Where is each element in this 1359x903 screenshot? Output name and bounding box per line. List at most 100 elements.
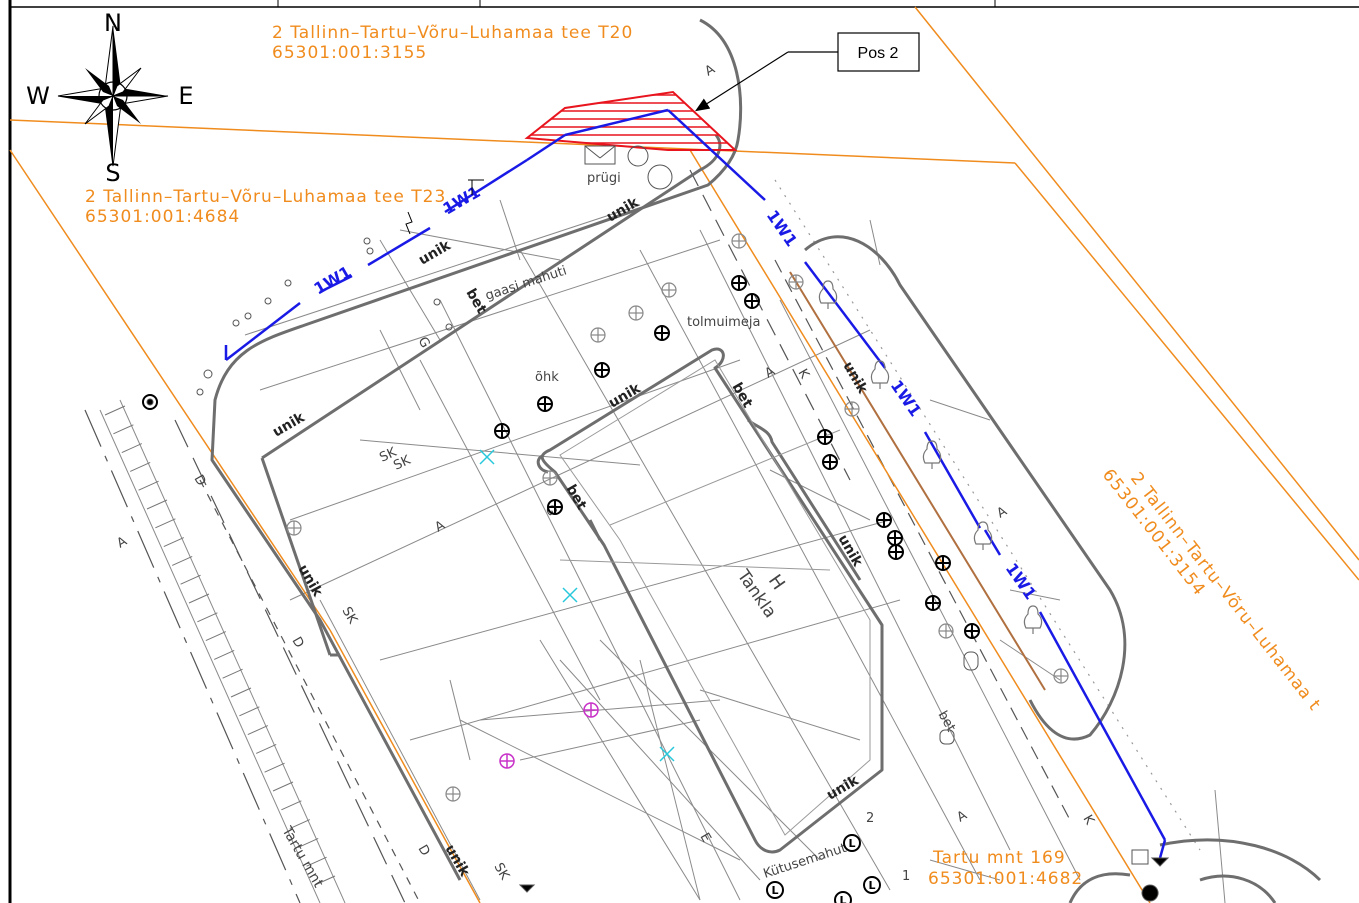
parcel-name-tartu-169: Tartu mnt 169 — [932, 848, 1066, 868]
parcel-code-tartu-169: 65301:001:4682 — [928, 869, 1083, 889]
label-d: D — [191, 473, 209, 489]
road-tick — [289, 819, 311, 830]
label-bet: bet — [563, 482, 590, 513]
label-prugi: prügi — [587, 171, 621, 186]
label-ohk: õhk — [535, 370, 559, 385]
callout-pos-2: Pos 2 — [694, 32, 920, 112]
background-linework — [99, 199, 1226, 903]
label-k: K — [1080, 813, 1097, 828]
label-a: A — [115, 534, 130, 551]
hydrant-icon — [788, 274, 804, 290]
road-tick — [281, 800, 302, 811]
label-tartu-mnt: Tartu mnt — [278, 823, 326, 891]
label-unik: unik — [295, 562, 326, 600]
parcel-boundaries — [9, 6, 1359, 903]
road-tick — [180, 574, 201, 585]
label-a: A — [703, 62, 718, 79]
hydrant-icon — [628, 305, 644, 321]
manhole-icon — [935, 555, 951, 571]
label-num-1: 1 — [902, 869, 910, 884]
pipe-label: 1W1 — [887, 376, 925, 420]
road-tick — [146, 499, 168, 510]
parcel-code-t23: 65301:001:4684 — [85, 207, 240, 227]
hydrant-icon — [445, 786, 461, 802]
l-marker-icon: L — [834, 891, 852, 903]
hydrant-icon — [542, 470, 558, 486]
road-tick — [188, 593, 210, 604]
manhole-icon — [731, 275, 747, 291]
road-tick — [213, 649, 235, 660]
l-markers: L L L L — [766, 834, 881, 903]
label-sk: SK — [377, 445, 399, 466]
road-tick — [306, 856, 327, 867]
label-gaasi-mahuti: gaasi mahuti — [484, 263, 569, 303]
label-sk: SK — [491, 861, 513, 883]
label-unik: unik — [840, 359, 871, 397]
hydrant-icon — [844, 401, 860, 417]
road-tick — [104, 405, 126, 416]
road-tick — [138, 480, 159, 491]
compass-rose: N S W E — [26, 9, 193, 187]
building-inner-outline — [559, 359, 871, 836]
label-a: A — [995, 504, 1010, 521]
svg-text:L: L — [868, 879, 875, 892]
road-tick — [247, 725, 269, 736]
pipe-label: 1W1 — [311, 262, 355, 298]
hydrant-icon — [286, 520, 302, 536]
label-num-2: 2 — [866, 811, 874, 826]
compass-west: W — [26, 82, 50, 110]
road-tick — [222, 668, 243, 679]
label-d: D — [415, 843, 433, 859]
label-sk: SK — [391, 453, 413, 474]
road-tick — [255, 743, 277, 754]
tree-icon — [870, 360, 890, 389]
manhole-icon — [888, 544, 904, 560]
label-tankla-h: H — [764, 571, 789, 594]
pipe-label: 1W1 — [763, 206, 801, 250]
label-sk: SK — [339, 605, 361, 627]
parcel-code-t20: 65301:001:3155 — [272, 43, 427, 63]
road-tick — [264, 762, 285, 773]
tree-icon — [1023, 605, 1043, 634]
road-tick — [205, 631, 227, 642]
manhole-icon — [537, 396, 553, 412]
tree-symbols — [818, 280, 1043, 634]
road-tick — [121, 443, 143, 454]
road-tick — [197, 612, 218, 623]
manhole-icon — [964, 623, 980, 639]
manhole-icon — [494, 423, 510, 439]
manhole-icon — [887, 530, 903, 546]
svg-text:L: L — [839, 894, 846, 903]
label-unik: unik — [416, 237, 454, 268]
manhole-icon — [594, 362, 610, 378]
label-tolmuimeja: tolmuimeja — [687, 315, 760, 330]
parcel-name-3154: 2 Tallinn–Tartu–Võru–Luhamaa t — [1126, 469, 1325, 715]
hydrant-icon — [731, 233, 747, 249]
road-tick — [272, 781, 294, 792]
label-unik: unik — [270, 409, 308, 440]
special-markers — [479, 449, 675, 769]
hydrant-icon — [661, 282, 677, 298]
svg-text:L: L — [848, 837, 855, 850]
manhole-icon — [654, 325, 670, 341]
tree-icon — [818, 280, 838, 309]
label-a: A — [955, 808, 970, 825]
compass-south: S — [105, 159, 120, 187]
water-pipe-line — [224, 108, 1167, 859]
svg-text:Pos 2: Pos 2 — [858, 45, 899, 62]
road-tick — [129, 461, 151, 472]
hydrant-icon — [1053, 668, 1069, 684]
parcel-labels: 2 Tallinn–Tartu–Võru–Luhamaa tee T20 653… — [85, 23, 1325, 889]
road-tick — [314, 875, 336, 886]
l-marker-icon: L — [766, 881, 784, 899]
misc-symbols — [142, 145, 1170, 902]
hydrant-icon — [590, 327, 606, 343]
road-tick — [239, 706, 260, 717]
manhole-icon — [744, 293, 760, 309]
tree-icon — [973, 521, 993, 550]
road-tick — [297, 837, 319, 848]
road-tick — [230, 687, 252, 698]
road-tick — [155, 518, 176, 529]
l-marker-icon: L — [863, 876, 881, 894]
